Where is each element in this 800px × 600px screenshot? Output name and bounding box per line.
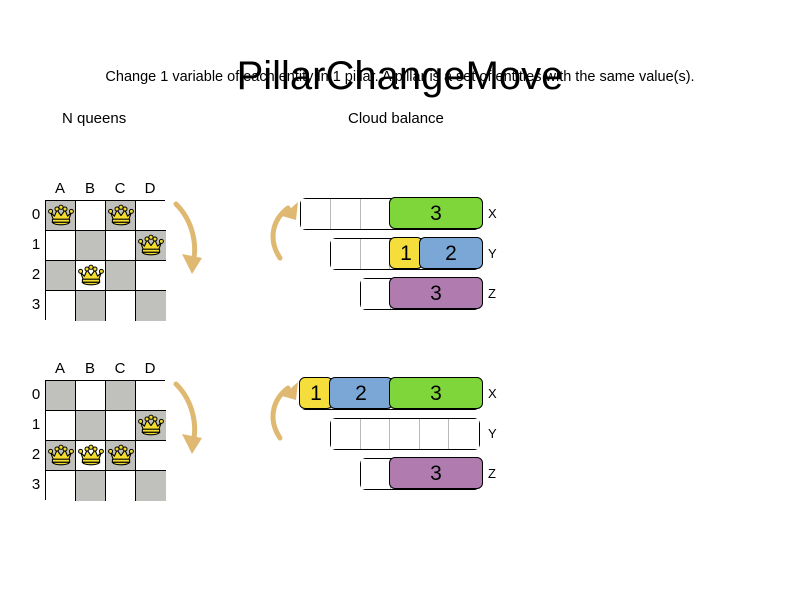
board-square-A3[interactable] bbox=[46, 471, 76, 501]
board-square-D0[interactable] bbox=[136, 201, 166, 231]
queen-crown-icon bbox=[78, 444, 104, 466]
cloud-capacity-cell bbox=[301, 199, 331, 229]
cloud-process-2[interactable]: 2 bbox=[329, 377, 393, 410]
board-square-B2[interactable] bbox=[76, 441, 106, 471]
cloud-capacity-cell bbox=[361, 279, 391, 309]
cloud-capacity-cell bbox=[331, 199, 361, 229]
cloud-computer-z-before[interactable]: 3 bbox=[360, 277, 483, 310]
board-square-D1[interactable] bbox=[136, 411, 166, 441]
board-square-C0[interactable] bbox=[106, 201, 136, 231]
board-square-B3[interactable] bbox=[76, 471, 106, 501]
board-square-B0[interactable] bbox=[76, 381, 106, 411]
queen-crown-icon bbox=[48, 444, 74, 466]
board-square-D2[interactable] bbox=[136, 441, 166, 471]
board-square-C2[interactable] bbox=[106, 261, 136, 291]
board-square-A1[interactable] bbox=[46, 411, 76, 441]
board-square-A2[interactable] bbox=[46, 441, 76, 471]
board-square-B0[interactable] bbox=[76, 201, 106, 231]
cloud-process-2[interactable]: 2 bbox=[419, 237, 483, 270]
cloud-computer-y-after[interactable] bbox=[330, 418, 480, 450]
cloud-capacity-cell bbox=[449, 419, 480, 449]
cloud-capacity-cell bbox=[361, 199, 391, 229]
board-square-B3[interactable] bbox=[76, 291, 106, 321]
board-row-label-0: 0 bbox=[31, 386, 41, 403]
board-square-B1[interactable] bbox=[76, 411, 106, 441]
cloud-capacity-cell bbox=[360, 239, 391, 269]
page-title: PillarChangeMove bbox=[236, 53, 564, 98]
cloud-process-3[interactable]: 3 bbox=[389, 277, 483, 310]
board-square-A0[interactable] bbox=[46, 201, 76, 231]
chess-grid-after bbox=[45, 380, 166, 501]
board-column-label-D: D bbox=[144, 360, 156, 377]
queen-crown-icon bbox=[138, 234, 164, 256]
board-column-label-C: C bbox=[114, 360, 126, 377]
curved-arrow-up-icon bbox=[270, 202, 298, 261]
curved-arrow-up-icon bbox=[270, 382, 298, 441]
board-square-B1[interactable] bbox=[76, 231, 106, 261]
board-row-label-1: 1 bbox=[31, 416, 41, 433]
board-square-D3[interactable] bbox=[136, 291, 166, 321]
board-column-label-A: A bbox=[54, 360, 65, 377]
queen-crown-icon bbox=[48, 204, 74, 226]
cloud-process-3[interactable]: 3 bbox=[389, 457, 483, 490]
cloud-process-1[interactable]: 1 bbox=[299, 377, 333, 410]
page-subtitle: Change 1 variable of each entity in 1 pi… bbox=[105, 69, 695, 85]
section-heading-nqueens: N queens bbox=[62, 110, 127, 127]
board-column-label-B: B bbox=[84, 360, 95, 377]
board-square-C3[interactable] bbox=[106, 471, 136, 501]
section-heading-cloud: Cloud balance bbox=[348, 110, 444, 127]
cloud-capacity-cell bbox=[390, 419, 420, 449]
board-column-label-C: C bbox=[114, 180, 126, 197]
board-column-label-D: D bbox=[144, 180, 156, 197]
board-square-A3[interactable] bbox=[46, 291, 76, 321]
board-square-A2[interactable] bbox=[46, 261, 76, 291]
board-square-D0[interactable] bbox=[136, 381, 166, 411]
board-row-label-2: 2 bbox=[31, 446, 41, 463]
board-column-label-B: B bbox=[84, 180, 95, 197]
board-square-C3[interactable] bbox=[106, 291, 136, 321]
board-row-label-3: 3 bbox=[31, 476, 41, 493]
board-square-A1[interactable] bbox=[46, 231, 76, 261]
board-square-D3[interactable] bbox=[136, 471, 166, 501]
board-square-C1[interactable] bbox=[106, 411, 136, 441]
board-square-D1[interactable] bbox=[136, 231, 166, 261]
board-square-C1[interactable] bbox=[106, 231, 136, 261]
board-square-D2[interactable] bbox=[136, 261, 166, 291]
board-row-label-0: 0 bbox=[31, 206, 41, 223]
board-row-label-2: 2 bbox=[31, 266, 41, 283]
cloud-capacity-cell bbox=[361, 459, 391, 489]
board-square-C0[interactable] bbox=[106, 381, 136, 411]
cloud-computer-label-z: Z bbox=[488, 466, 496, 481]
queen-crown-icon bbox=[108, 204, 134, 226]
board-column-label-A: A bbox=[54, 180, 65, 197]
cloud-process-3[interactable]: 3 bbox=[389, 197, 483, 230]
board-square-A0[interactable] bbox=[46, 381, 76, 411]
cloud-capacity-cell bbox=[331, 419, 361, 449]
cloud-computer-label-x: X bbox=[488, 206, 497, 221]
queen-crown-icon bbox=[108, 444, 134, 466]
curved-arrow-down-icon bbox=[173, 201, 202, 274]
board-row-label-3: 3 bbox=[31, 296, 41, 313]
chess-grid-before bbox=[45, 200, 166, 321]
cloud-computer-label-z: Z bbox=[488, 286, 496, 301]
cloud-computer-x-before[interactable]: 3 bbox=[300, 197, 483, 230]
queen-crown-icon bbox=[138, 414, 164, 436]
cloud-computer-label-y: Y bbox=[488, 426, 497, 441]
board-square-C2[interactable] bbox=[106, 441, 136, 471]
board-row-label-1: 1 bbox=[31, 236, 41, 253]
cloud-capacity-cell bbox=[331, 239, 361, 269]
cloud-computer-label-x: X bbox=[488, 386, 497, 401]
board-square-B2[interactable] bbox=[76, 261, 106, 291]
curved-arrow-down-icon bbox=[173, 381, 202, 454]
cloud-capacity-cell bbox=[419, 419, 450, 449]
cloud-process-3[interactable]: 3 bbox=[389, 377, 483, 410]
cloud-computer-z-after[interactable]: 3 bbox=[360, 457, 483, 490]
cloud-computer-label-y: Y bbox=[488, 246, 497, 261]
cloud-process-1[interactable]: 1 bbox=[389, 237, 423, 270]
cloud-capacity-cell bbox=[360, 419, 391, 449]
queen-crown-icon bbox=[78, 264, 104, 286]
